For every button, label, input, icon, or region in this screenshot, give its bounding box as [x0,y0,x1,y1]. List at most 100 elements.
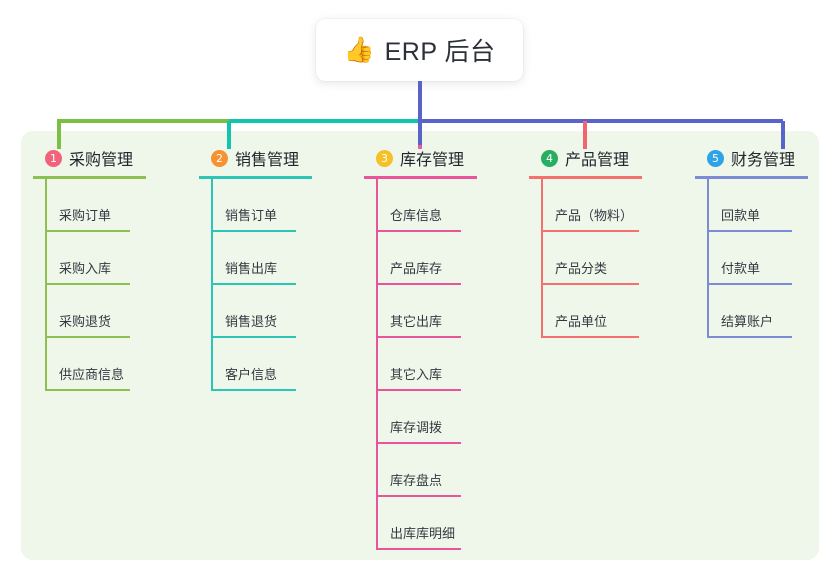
item-list-sales: 销售订单销售出库销售退货客户信息 [199,179,312,391]
leaf-item[interactable]: 付款单 [695,232,808,285]
leaf-item[interactable]: 其它入库 [364,338,477,391]
spine-inventory [376,179,378,550]
category-label-finance: 财务管理 [731,152,796,169]
column-product: 4 产品管理产品（物料） 产品分类产品单位 [529,145,642,338]
spine-product [541,179,543,338]
leaf-item-label: 产品库存 [390,261,443,276]
leaf-item-label: 供应商信息 [59,367,125,382]
column-finance: 5 财务管理回款单付款单结算账户 [695,145,808,338]
leaf-item[interactable]: 采购入库 [33,232,146,285]
leaf-item[interactable]: 出库库明细 [364,497,477,550]
category-header-sales[interactable]: 2 销售管理 [199,145,312,171]
category-badge-product: 4 [541,149,558,167]
category-label-sales: 销售管理 [235,152,300,169]
leaf-item-rule [707,336,792,338]
leaf-item-label: 销售订单 [225,208,278,223]
category-rule-purchase [33,176,146,179]
segment-teal [229,119,420,123]
drop-product [583,121,587,149]
leaf-item-label: 采购入库 [59,261,112,276]
category-header-product[interactable]: 4 产品管理 [529,145,642,171]
column-sales: 2 销售管理销售订单销售出库销售退货客户信息 [199,145,312,391]
leaf-item-rule [541,283,639,285]
leaf-item-label: 回款单 [721,208,761,223]
item-list-purchase: 采购订单采购入库采购退货供应商信息 [33,179,146,391]
column-inventory: 3 库存管理仓库信息产品库存其它出库其它入库库存调拨库存盘点出库库明细 [364,145,477,550]
leaf-item-rule [541,230,639,232]
drop-purchase [57,121,61,149]
leaf-item[interactable]: 库存盘点 [364,444,477,497]
leaf-item-rule [707,230,792,232]
leaf-item-rule [376,283,461,285]
category-badge-inventory: 3 [376,149,393,167]
category-rule-inventory [364,176,477,179]
leaf-item-rule [376,442,461,444]
leaf-item[interactable]: 采购退货 [33,285,146,338]
leaf-item-rule [211,283,296,285]
leaf-item-rule [45,283,130,285]
category-label-purchase: 采购管理 [69,152,134,169]
category-rule-finance [695,176,808,179]
leaf-item[interactable]: 其它出库 [364,285,477,338]
category-header-purchase[interactable]: 1 采购管理 [33,145,146,171]
leaf-item-label: 客户信息 [225,367,278,382]
leaf-item-label: 产品单位 [555,314,608,329]
leaf-item[interactable]: 库存调拨 [364,391,477,444]
leaf-item-rule [707,283,792,285]
leaf-item-label: 付款单 [721,261,761,276]
leaf-item[interactable]: 销售退货 [199,285,312,338]
leaf-item-label: 采购退货 [59,314,112,329]
leaf-item-rule [45,230,130,232]
category-header-inventory[interactable]: 3 库存管理 [364,145,477,171]
category-label-product: 产品管理 [565,152,630,169]
leaf-item[interactable]: 销售出库 [199,232,312,285]
category-badge-sales: 2 [211,149,228,167]
leaf-item-label: 产品（物料） [555,208,634,223]
leaf-item-rule [211,336,296,338]
leaf-item[interactable]: 销售订单 [199,179,312,232]
category-header-finance[interactable]: 5 财务管理 [695,145,808,171]
leaf-item[interactable]: 结算账户 [695,285,808,338]
leaf-item-rule [376,548,461,550]
leaf-item-rule [376,230,461,232]
leaf-item[interactable]: 回款单 [695,179,808,232]
thumbs-up-icon: 👍 [343,35,375,64]
category-label-inventory: 库存管理 [400,152,465,169]
drop-finance [781,121,785,149]
leaf-item-label: 销售出库 [225,261,278,276]
spine-sales [211,179,213,391]
leaf-item[interactable]: 产品单位 [529,285,642,338]
leaf-item-label: 销售退货 [225,314,278,329]
leaf-item[interactable]: 采购订单 [33,179,146,232]
column-purchase: 1 采购管理采购订单采购入库采购退货供应商信息 [33,145,146,391]
leaf-item-label: 其它出库 [390,314,443,329]
category-badge-purchase: 1 [45,149,62,167]
segment-indigo [420,119,783,123]
spine-finance [707,179,709,338]
leaf-item-rule [376,336,461,338]
leaf-item-label: 库存盘点 [390,473,443,488]
leaf-item-label: 采购订单 [59,208,112,223]
leaf-item-label: 其它入库 [390,367,443,382]
leaf-item[interactable]: 产品（物料） [529,179,642,232]
leaf-item[interactable]: 产品分类 [529,232,642,285]
leaf-item-label: 结算账户 [721,314,774,329]
leaf-item-label: 出库库明细 [390,526,456,541]
item-list-product: 产品（物料） 产品分类产品单位 [529,179,642,338]
leaf-item[interactable]: 供应商信息 [33,338,146,391]
leaf-item[interactable]: 产品库存 [364,232,477,285]
leaf-item-label: 库存调拨 [390,420,443,435]
root-stem-connector [418,78,422,145]
root-node-title: ERP 后台 [384,38,496,66]
spine-purchase [45,179,47,391]
category-badge-finance: 5 [707,149,724,167]
leaf-item-rule [45,389,130,391]
root-node-card[interactable]: 👍 ERP 后台 [316,19,523,81]
segment-green [57,119,229,123]
leaf-item[interactable]: 仓库信息 [364,179,477,232]
leaf-item[interactable]: 客户信息 [199,338,312,391]
item-list-inventory: 仓库信息产品库存其它出库其它入库库存调拨库存盘点出库库明细 [364,179,477,550]
leaf-item-rule [541,336,639,338]
leaf-item-rule [376,389,461,391]
